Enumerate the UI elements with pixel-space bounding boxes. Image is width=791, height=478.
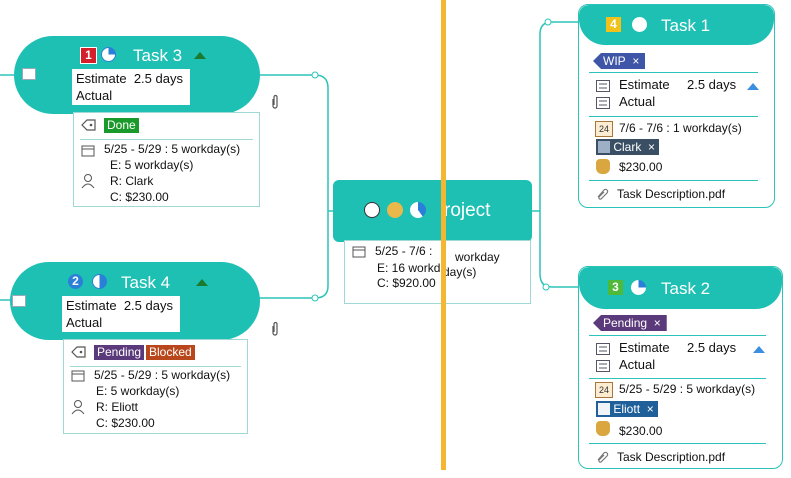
- calendar-icon: [352, 246, 366, 258]
- estimate-label: Estimate: [76, 71, 127, 86]
- calendar-24-icon: 24: [595, 121, 613, 137]
- task3-resource: R: Clark: [110, 174, 154, 188]
- close-icon[interactable]: ×: [653, 316, 661, 330]
- task3-effort: E: 5 workday(s): [110, 158, 194, 172]
- estimate-value: 2.5 days: [687, 77, 737, 92]
- task2-card[interactable]: 3 Task 2 Pending × Estimate 2.5 days Act…: [578, 266, 783, 469]
- tag-icon: [71, 346, 86, 358]
- expand-triangle-icon[interactable]: [747, 83, 759, 90]
- actual-label: Actual: [66, 315, 103, 330]
- progress-pie-icon: [632, 17, 647, 32]
- estimate-label: Estimate: [619, 77, 670, 92]
- task3-estimate-box: Estimate 2.5 days Actual: [72, 69, 190, 105]
- person-icon: [71, 400, 85, 415]
- money-bag-icon: [596, 421, 610, 436]
- notes-icon[interactable]: [12, 295, 26, 307]
- pending-tag[interactable]: Pending ×: [593, 315, 667, 331]
- estimate-label: Estimate: [66, 298, 117, 313]
- task1-cost: $230.00: [619, 160, 663, 174]
- list-icon: [596, 97, 610, 109]
- priority-badge: 4: [606, 17, 621, 32]
- task4-effort: E: 5 workday(s): [96, 384, 180, 398]
- close-icon[interactable]: ×: [646, 402, 654, 416]
- actual-label: Actual: [619, 357, 656, 372]
- calendar-24-icon: 24: [595, 382, 613, 398]
- progress-pie-icon: [631, 280, 646, 295]
- actual-label: Actual: [76, 88, 113, 103]
- money-bag-icon: [596, 159, 610, 174]
- pending-label: Pending: [603, 316, 648, 330]
- progress-pie-icon: [410, 202, 426, 218]
- resource-name: Eliott: [613, 402, 641, 416]
- priority-badge: 3: [608, 280, 623, 295]
- project-topic[interactable]: [333, 180, 532, 242]
- close-icon[interactable]: ×: [648, 140, 656, 154]
- expand-triangle-icon[interactable]: [753, 346, 765, 353]
- project-cost: C: $920.00: [377, 276, 436, 290]
- attachment-icon[interactable]: [270, 94, 280, 110]
- task4-estimate-box: Estimate 2.5 days Actual: [62, 296, 180, 332]
- task3-dates: 5/25 - 5/29 : 5 workday(s): [104, 142, 241, 156]
- resource-chip[interactable]: Clark ×: [596, 139, 660, 155]
- expand-triangle-icon[interactable]: [194, 52, 206, 59]
- priority-badge: 1: [80, 47, 97, 64]
- blocked-tag[interactable]: Blocked: [146, 345, 195, 360]
- task1-attachment[interactable]: Task Description.pdf: [617, 187, 726, 201]
- task2-title: Task 2: [661, 279, 711, 298]
- expand-triangle-icon[interactable]: [196, 279, 208, 286]
- attachment-icon[interactable]: [595, 187, 609, 201]
- calendar-icon: [71, 370, 85, 382]
- list-icon: [596, 80, 610, 92]
- project-details-card: 5/25 - 7/6 : workday E: 16 workd day(s) …: [344, 240, 531, 304]
- close-icon[interactable]: ×: [632, 54, 640, 68]
- task4-title: Task 4: [121, 273, 171, 292]
- attachment-icon[interactable]: [270, 321, 280, 337]
- wip-tag[interactable]: WIP ×: [593, 53, 646, 69]
- money-icon: [387, 202, 403, 218]
- project-effort: E: 16 workd: [377, 261, 441, 275]
- task4-resource: R: Eliott: [96, 400, 139, 414]
- tag-icon: [81, 119, 96, 131]
- progress-pie-icon: [92, 274, 107, 289]
- estimate-value: 2.5 days: [687, 340, 737, 355]
- clock-icon: [364, 202, 380, 218]
- project-dates: 5/25 - 7/6 :: [375, 244, 433, 258]
- calendar-icon: [81, 145, 95, 157]
- task3-cost: C: $230.00: [110, 190, 169, 204]
- estimate-value: 2.5 days: [133, 71, 183, 86]
- task2-attachment[interactable]: Task Description.pdf: [617, 450, 726, 464]
- project-title: roject: [444, 200, 491, 221]
- estimate-label: Estimate: [619, 340, 670, 355]
- attachment-icon[interactable]: [595, 450, 609, 464]
- resource-chip[interactable]: Eliott ×: [596, 401, 658, 417]
- person-icon: [598, 403, 610, 415]
- list-icon: [596, 360, 610, 372]
- task1-dates: 7/6 - 7/6 : 1 workday(s): [619, 121, 742, 135]
- task2-cost: $230.00: [619, 424, 663, 438]
- task1-title: Task 1: [661, 16, 711, 35]
- split-divider[interactable]: [441, 0, 446, 470]
- resource-name: Clark: [613, 140, 642, 154]
- done-tag[interactable]: Done: [104, 118, 139, 133]
- project-dates-fragment: workday: [455, 250, 500, 264]
- wip-label: WIP: [603, 54, 626, 68]
- task4-dates: 5/25 - 5/29 : 5 workday(s): [94, 368, 231, 382]
- task2-dates: 5/25 - 5/29 : 5 workday(s): [619, 382, 756, 396]
- list-icon: [596, 343, 610, 355]
- task3-details-card: Done 5/25 - 5/29 : 5 workday(s) E: 5 wor…: [73, 112, 260, 207]
- project-effort-fragment: day(s): [443, 265, 477, 279]
- task3-title: Task 3: [133, 46, 183, 65]
- priority-badge: 2: [68, 274, 83, 289]
- task4-details-card: Pending Blocked 5/25 - 5/29 : 5 workday(…: [63, 339, 248, 434]
- estimate-value: 2.5 days: [123, 298, 173, 313]
- notes-icon[interactable]: [22, 68, 36, 80]
- person-icon: [81, 174, 95, 189]
- actual-label: Actual: [619, 94, 656, 109]
- person-icon: [598, 141, 610, 153]
- task1-card[interactable]: 4 Task 1 WIP × Estimate 2.5 days Actual …: [578, 4, 775, 208]
- pending-tag[interactable]: Pending: [94, 345, 145, 360]
- task4-cost: C: $230.00: [96, 416, 155, 430]
- progress-pie-icon: [101, 47, 116, 62]
